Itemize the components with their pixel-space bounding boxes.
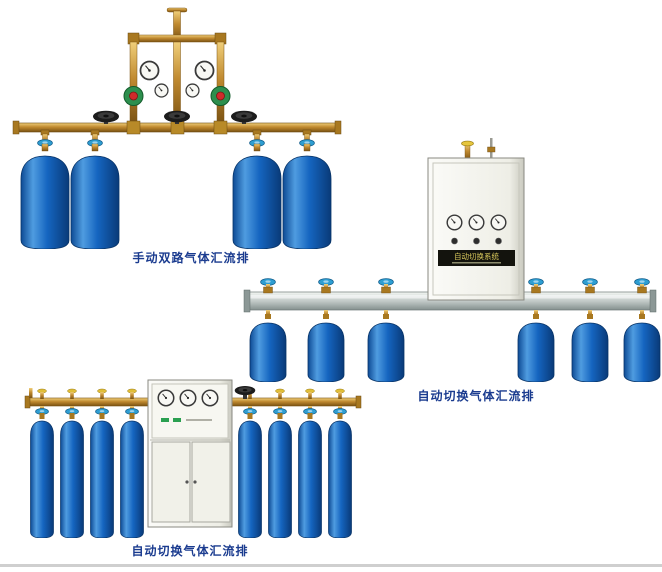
cabinet-door: [151, 441, 191, 523]
cylinder-connection: [299, 129, 315, 152]
gas-cylinder: [60, 420, 84, 538]
pressure-regulator-left: [123, 60, 169, 106]
pressure-gauge: [468, 214, 485, 231]
indicator-light: [161, 418, 169, 422]
pressure-gauge: [490, 214, 507, 231]
gas-cylinder: [30, 420, 54, 538]
gas-cylinder: [623, 322, 661, 382]
cabinet-door: [191, 441, 231, 523]
pipe-valve-station: [273, 388, 287, 419]
pipe-valve-station: [65, 388, 79, 419]
gas-cylinder: [517, 322, 555, 382]
control-knob: [473, 237, 480, 245]
black-handwheel-icon: [231, 110, 257, 123]
control-cabinet: 自动切换系统: [427, 138, 525, 301]
caption-auto-manifold-floor: 自动切换气体汇流排: [131, 544, 249, 558]
inlet-pipes: [127, 7, 227, 125]
pressure-regulator-right: [185, 60, 231, 106]
control-cabinet-floor: [147, 379, 233, 528]
cabinet-label: 自动切换系统: [454, 251, 499, 261]
inlet-stub: [29, 388, 33, 398]
pressure-gauge: [201, 389, 219, 407]
pressure-gauge: [179, 389, 197, 407]
pipe-valve-station: [303, 388, 317, 419]
auto-manifold-wall-illustration: 自动切换系统: [243, 138, 661, 382]
hand-valve: [164, 110, 190, 124]
gas-cylinder: [571, 322, 609, 382]
rail-valve-station: [318, 278, 334, 319]
rail-valve-station: [582, 278, 598, 319]
indicator-light: [173, 418, 181, 422]
gas-cylinder: [120, 420, 144, 538]
gas-cylinder: [328, 420, 352, 538]
pipe-valve-station: [125, 388, 139, 419]
control-knob: [451, 237, 458, 245]
pressure-gauge: [157, 389, 175, 407]
pressure-gauge: [154, 83, 169, 98]
manifold-header-pipe: [12, 120, 342, 135]
hand-valve: [93, 110, 119, 124]
door-handle: [185, 480, 189, 484]
hand-valve: [231, 110, 257, 124]
rail-valve-station: [378, 278, 394, 319]
bottom-divider: [0, 564, 662, 567]
pressure-gauge: [194, 60, 215, 81]
caption-manual-manifold: 手动双路气体汇流排: [132, 251, 250, 265]
door-handle: [193, 480, 197, 484]
pipe-valve-station: [333, 388, 347, 419]
gas-cylinder: [298, 420, 322, 538]
pipe-valve-station: [95, 388, 109, 419]
black-handwheel-icon: [234, 385, 256, 396]
gas-cylinder: [70, 155, 120, 249]
manual-manifold-illustration: [12, 7, 342, 249]
pipe-valve-station: [35, 388, 49, 419]
caption-auto-manifold-wall: 自动切换气体汇流排: [417, 389, 535, 403]
rail-valve-station: [528, 278, 544, 319]
control-knob: [495, 237, 502, 245]
auto-manifold-floor-illustration: [24, 379, 362, 538]
rail-valve-station: [260, 278, 276, 319]
hand-valve: [234, 385, 256, 399]
gas-cylinder: [90, 420, 114, 538]
gas-cylinder: [20, 155, 70, 249]
gas-cylinder: [268, 420, 292, 538]
gas-cylinder: [367, 322, 405, 382]
pressure-gauge: [446, 214, 463, 231]
gas-cylinder: [238, 420, 262, 538]
rail-valve-station: [634, 278, 650, 319]
pressure-gauge: [139, 60, 160, 81]
cylinder-connection: [87, 129, 103, 152]
black-handwheel-icon: [93, 110, 119, 123]
cylinder-connection: [249, 129, 265, 152]
cylinder-connection: [37, 129, 53, 152]
pressure-gauge: [185, 83, 200, 98]
black-handwheel-icon: [164, 110, 190, 123]
